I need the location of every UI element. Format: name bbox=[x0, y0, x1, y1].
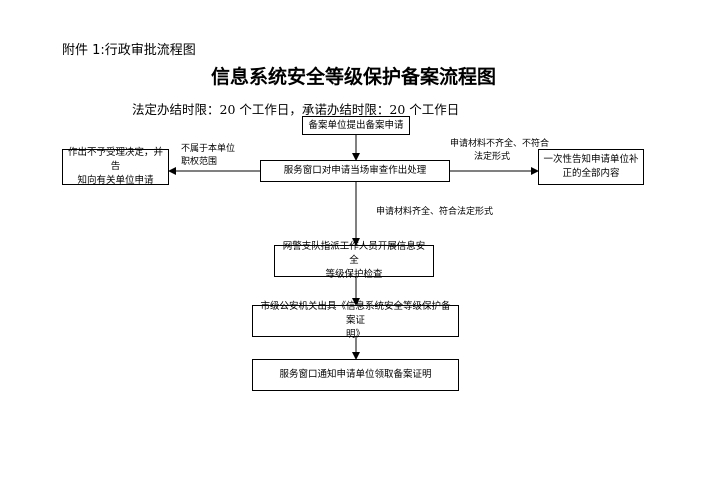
box-review-text: 服务窗口对申请当场审查作出处理 bbox=[283, 165, 427, 176]
box-reject-decision: 作出不予受理决定，并告 知向有关单位申请 bbox=[62, 147, 169, 186]
box-collect-text: 服务窗口通知申请单位领取备案证明 bbox=[279, 369, 432, 380]
box-submit-text: 备案单位提出备案申请 bbox=[308, 119, 404, 131]
box-reject-line-1: 作出不予受理决定，并告 bbox=[67, 147, 163, 172]
label-out-of-scope: 不属于本单位 职权范围 bbox=[181, 143, 235, 169]
label-incomplete-materials: 申请材料不齐全、不符合 法定形式 bbox=[450, 138, 549, 164]
time-limit-text: 法定办结时限：20 个工作日，承诺办结时限：20 个工作日 bbox=[132, 102, 460, 117]
label-incomplete-line-2: 法定形式 bbox=[474, 152, 511, 162]
box-certificate-line-2: 明》 bbox=[345, 329, 365, 340]
box-supplement-line-1: 一次性告知申请单位补 bbox=[543, 154, 639, 165]
box-certificate-line-1: 市级公安机关出具《信息系统安全等级保护备案证 bbox=[260, 301, 451, 326]
label-out-of-scope-line-2: 职权范围 bbox=[181, 157, 218, 167]
label-incomplete-line-1: 申请材料不齐全、不符合 bbox=[450, 139, 550, 149]
attachment-label: 附件 1:行政审批流程图 bbox=[62, 43, 196, 58]
box-reject-line-2: 知向有关单位申请 bbox=[77, 175, 154, 186]
box-collect-certificate: 服务窗口通知申请单位领取备案证明 bbox=[252, 359, 459, 391]
label-complete-materials: 申请材料齐全、符合法定形式 bbox=[376, 207, 494, 217]
box-notify-supplement: 一次性告知申请单位补 正的全部内容 bbox=[538, 149, 644, 185]
box-onsite-review: 服务窗口对申请当场审查作出处理 bbox=[260, 160, 450, 182]
box-inspection-line-1: 网警支队指派工作人员开展信息安全 bbox=[282, 241, 426, 266]
box-submit-application: 备案单位提出备案申请 bbox=[302, 116, 410, 135]
box-security-inspection: 网警支队指派工作人员开展信息安全 等级保护检查 bbox=[274, 241, 434, 280]
label-out-of-scope-line-1: 不属于本单位 bbox=[181, 144, 236, 154]
page-title: 信息系统安全等级保护备案流程图 bbox=[210, 66, 496, 88]
box-inspection-line-2: 等级保护检查 bbox=[325, 269, 383, 280]
box-supplement-line-2: 正的全部内容 bbox=[562, 168, 620, 179]
box-issue-certificate: 市级公安机关出具《信息系统安全等级保护备案证 明》 bbox=[252, 301, 459, 340]
